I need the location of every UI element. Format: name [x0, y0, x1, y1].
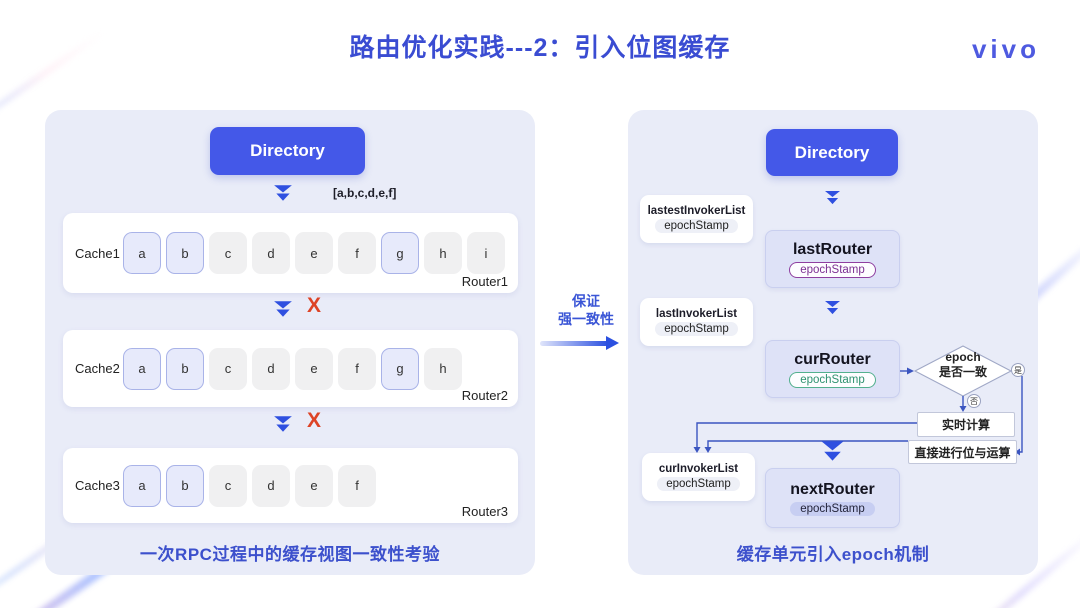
epoch-stamp: epochStamp [657, 477, 740, 491]
cache-cell-d: d [252, 232, 290, 274]
cache-cell-g: g [381, 232, 419, 274]
decision-yes-badge: 是 [1014, 366, 1022, 375]
page-title: 路由优化实践---2：引入位图缓存 [349, 34, 731, 62]
cache-cell-c: c [209, 232, 247, 274]
cache-cell-b: b [166, 464, 204, 507]
directory-output-label: [a,b,c,d,e,f] [333, 186, 397, 200]
router-label: Router1 [461, 274, 508, 289]
invoker-title: lastestInvokerList [647, 205, 746, 217]
cache-name-label: Cache3 [75, 478, 120, 493]
right-diagram-panel: 是 否 Directory lastestInvokerList epochSt… [628, 110, 1038, 575]
cache-cell-b: b [166, 347, 204, 390]
directory-node: Directory [210, 127, 365, 175]
arrow-down-icon [274, 185, 292, 201]
cache-name-label: Cache1 [75, 245, 120, 261]
router-title: curRouter [794, 350, 871, 368]
left-caption: 一次RPC过程中的缓存视图一致性考验 [140, 545, 440, 564]
directory-node: Directory [766, 129, 898, 176]
process-realtime-compute: 实时计算 [917, 412, 1015, 437]
epoch-stamp: epochStamp [655, 219, 738, 233]
cache-cell-d: d [252, 464, 290, 507]
cache-cell-f: f [338, 347, 376, 390]
invoker-title: curInvokerList [658, 463, 739, 475]
router-label: Router2 [461, 388, 508, 403]
cache-cell-e: e [295, 464, 333, 507]
mismatch-x-mark: X [307, 294, 322, 317]
middle-label-line2: 强一致性 [558, 311, 614, 328]
cache-cell-i: i [467, 232, 505, 274]
arrow-down-icon [825, 190, 840, 205]
router-title: lastRouter [792, 240, 873, 258]
last-invoker-list-box: lastInvokerList epochStamp [640, 298, 753, 346]
cache-cell-a: a [123, 347, 161, 390]
arrow-right-icon [538, 336, 634, 351]
lastest-invoker-list-box: lastestInvokerList epochStamp [640, 195, 753, 243]
vivo-logo: vivo [971, 34, 1040, 64]
cache-cell-b: b [166, 232, 204, 274]
cur-invoker-list-box: curInvokerList epochStamp [642, 453, 755, 501]
middle-label-line1: 保证 [572, 293, 600, 309]
cache-cell-c: c [209, 464, 247, 507]
decision-diamond-label: epoch 是否一致 [938, 350, 987, 379]
router-label: Router3 [461, 504, 508, 519]
cache-cell-e: e [295, 347, 333, 390]
epoch-stamp: epochStamp [655, 322, 738, 336]
cache-cell-f: f [338, 232, 376, 274]
arrow-down-icon [274, 301, 292, 317]
middle-annotation: 保证 强一致性 [538, 292, 634, 351]
arrow-down-icon [274, 416, 292, 432]
cache-cell-d: d [252, 347, 290, 390]
decision-no-badge: 否 [970, 397, 978, 406]
epoch-stamp: epochStamp [790, 501, 875, 516]
epoch-stamp: epochStamp [789, 371, 876, 388]
cache-cell-g: g [381, 347, 419, 390]
cache-cell-a: a [123, 464, 161, 507]
cache-cell-e: e [295, 232, 333, 274]
cache-cell-c: c [209, 347, 247, 390]
cache-name-label: Cache2 [75, 361, 120, 376]
cache-cell-h: h [424, 232, 462, 274]
arrow-down-icon [821, 441, 844, 461]
cur-router-box: curRouter epochStamp [765, 340, 900, 398]
right-caption: 缓存单元引入epoch机制 [736, 545, 930, 564]
mismatch-x-mark: X [307, 409, 322, 432]
next-router-box: nextRouter epochStamp [765, 468, 900, 528]
cache-cell-h: h [424, 347, 462, 390]
process-bitwise-and: 直接进行位与运算 [908, 440, 1017, 464]
arrow-down-icon [825, 300, 840, 315]
epoch-stamp: epochStamp [789, 261, 876, 278]
last-router-box: lastRouter epochStamp [765, 230, 900, 288]
invoker-title: lastInvokerList [655, 308, 738, 320]
cache-cell-f: f [338, 464, 376, 507]
router-title: nextRouter [790, 480, 875, 498]
cache-cell-a: a [123, 232, 161, 274]
